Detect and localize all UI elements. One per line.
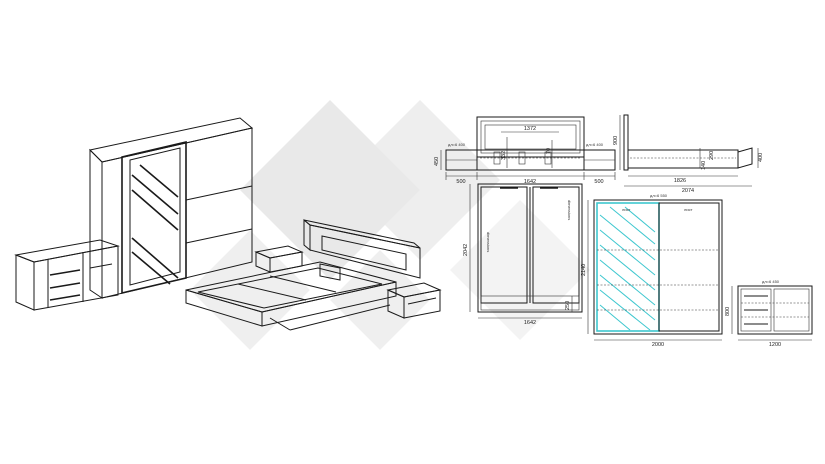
wardrobe-front-elevation: dimensions dimensions 2042 250 1642 [463, 183, 583, 326]
dim-bed-inner: 1372 [524, 126, 536, 132]
nightstand-left-3d [254, 245, 304, 273]
dresser-front-elevation: дл=6 450 800 1200 [725, 279, 813, 348]
wardrobe-3d [88, 117, 254, 299]
label-nightstand-right: дл=6 400 [586, 142, 604, 147]
dim-dresser-height: 800 [725, 307, 731, 316]
dim-bed-length-total: 2074 [682, 188, 694, 194]
dim-wardrobe-plinth: 250 [565, 301, 571, 310]
dim-dresser-width: 1200 [769, 342, 781, 348]
dim-nightstand-left-width: 500 [456, 179, 465, 185]
dim-glass-wardrobe-height: 2140 [581, 264, 587, 276]
dim-glass-wardrobe-width: 2000 [652, 342, 664, 348]
vlabel-right: dimensions [567, 200, 572, 220]
bed-front-elevation: 1372 450 332 70 дл=6 400 дл=6 400 500 16… [434, 116, 616, 185]
dim-nightstand-right-width: 500 [594, 179, 603, 185]
dresser-3d [14, 239, 120, 311]
label-nightstand-left: дл=6 400 [448, 142, 466, 147]
dim-bed-width: 1642 [524, 179, 536, 185]
dim-bed-head-height: 900 [613, 136, 619, 145]
dim-wardrobe-height: 2042 [463, 244, 469, 256]
dim-wardrobe-width: 1642 [524, 320, 536, 326]
wardrobe-glass-elevation: лист лист дл=6 550 2140 2000 [581, 193, 723, 348]
bed-side-elevation: 900 290 140 400 1826 2074 [613, 114, 764, 194]
watermark [190, 100, 590, 350]
label-dresser-top: дл=6 450 [762, 279, 780, 284]
dim-bed-h-left: 450 [434, 157, 440, 166]
dim-bed-length-inner: 1826 [674, 178, 686, 184]
vlabel-left: dimensions [486, 232, 491, 252]
label-wardrobe-top: дл=6 550 [650, 193, 668, 198]
dim-bed-side-h-mid: 290 [709, 151, 715, 160]
dim-bed-side-h-low: 140 [701, 161, 707, 170]
dim-bed-h-right: 70 [546, 148, 552, 154]
nightstand-right-3d [386, 282, 442, 319]
label-panel-left: лист [622, 207, 631, 212]
dim-bed-side-h-right: 400 [758, 153, 764, 162]
dim-bed-h-inner: 332 [501, 151, 507, 160]
label-panel-right: лист [684, 207, 693, 212]
